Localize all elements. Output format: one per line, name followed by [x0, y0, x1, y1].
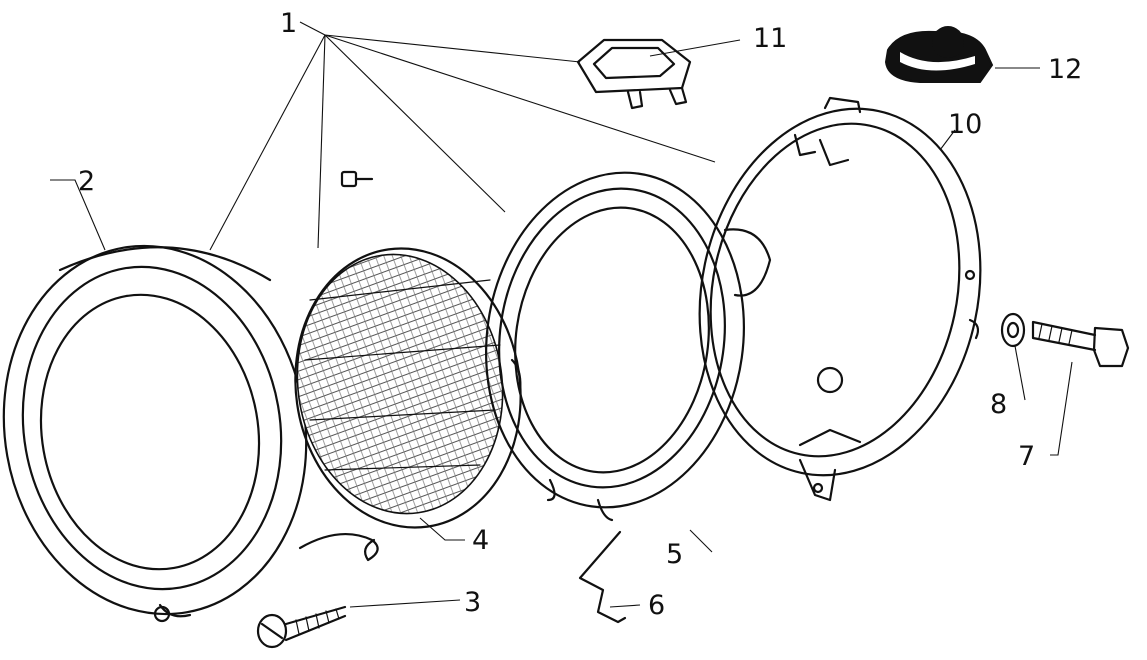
callout-7: 7 — [1018, 441, 1035, 472]
part-11-bulb-holder — [576, 38, 692, 110]
callout-1: 1 — [280, 8, 297, 39]
part-4-lens — [294, 247, 522, 529]
part-8-washer — [1000, 312, 1026, 348]
small-screw — [340, 170, 374, 188]
callout-10: 10 — [948, 109, 982, 140]
callout-labels: 1 2 3 4 5 6 7 8 10 11 12 — [78, 8, 1082, 621]
callout-4: 4 — [472, 525, 489, 556]
callout-5: 5 — [666, 539, 683, 570]
part-10-shell — [698, 96, 982, 502]
part-12-bulb — [884, 26, 994, 83]
leader-lines — [50, 21, 1073, 608]
part-3-screw — [256, 605, 347, 649]
callout-3: 3 — [464, 587, 481, 618]
part-2-outer-rim — [2, 244, 308, 623]
callout-8: 8 — [990, 389, 1007, 420]
lens-retaining-clip — [298, 533, 379, 562]
part-7-bolt — [1031, 320, 1130, 368]
callout-12: 12 — [1048, 54, 1082, 85]
part-5-inner-ring — [485, 171, 745, 522]
callout-2: 2 — [78, 166, 95, 197]
callout-6: 6 — [648, 590, 665, 621]
part-6-spring-clip — [578, 530, 627, 624]
callout-11: 11 — [753, 23, 787, 54]
